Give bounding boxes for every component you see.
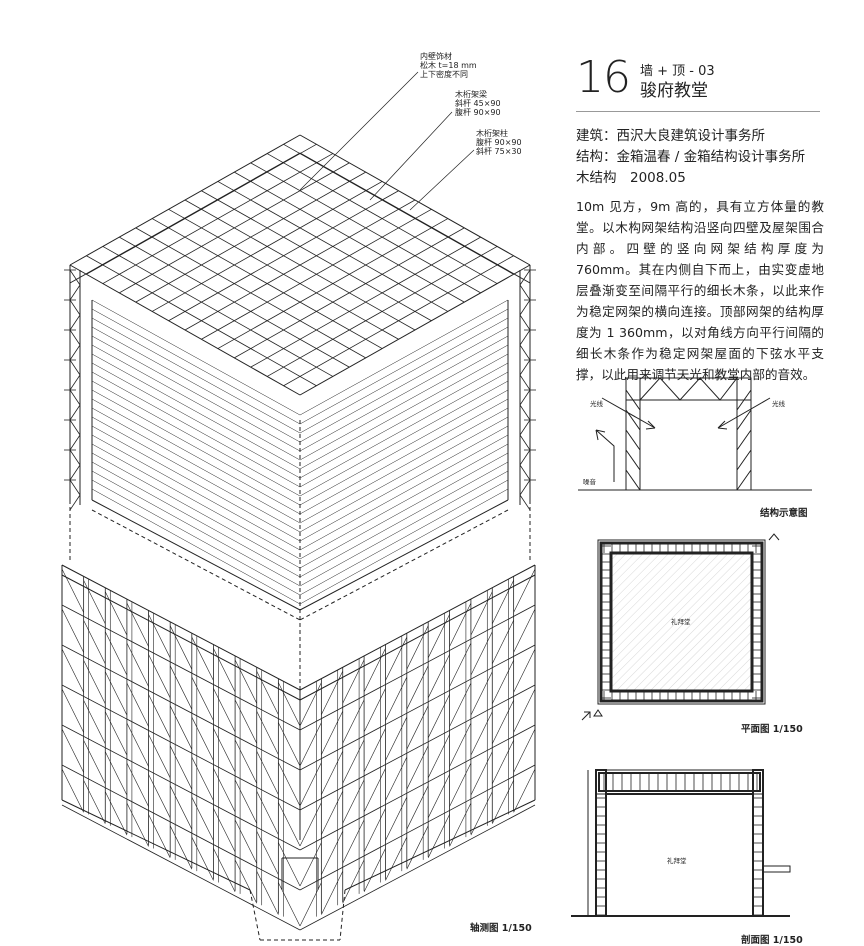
plan-room-label: 礼拜堂 bbox=[671, 618, 691, 626]
section-caption: 剖面图 1/150 bbox=[741, 935, 803, 946]
structure-diagram-caption: 结构示意图 bbox=[760, 508, 808, 519]
plan-caption: 平面图 1/150 bbox=[741, 724, 803, 735]
credit-structure: 结构：金箱温春 / 金箱结构设计事务所 bbox=[576, 149, 806, 165]
sound-label: 噪音 bbox=[583, 478, 596, 486]
label-truss-column: 木桁架柱 腹杆 90×90 斜杆 75×30 bbox=[476, 129, 522, 156]
label-wall-finish: 内壁饰材 松木 t=18 mm 上下密度不同 bbox=[420, 52, 477, 79]
credit-material-date: 木结构 2008.05 bbox=[576, 170, 686, 186]
label-truss-beam: 木桁架梁 斜杆 45×90 腹杆 90×90 bbox=[455, 90, 501, 117]
section-room-label: 礼拜堂 bbox=[667, 857, 687, 865]
light-label-left: 光线 bbox=[590, 400, 603, 408]
credit-architect: 建筑：西沢大良建筑设计事务所 bbox=[576, 128, 765, 144]
description: 10m 见方，9m 高的，具有立方体量的教堂。以木构网架结构沿竖向四壁及屋架围合… bbox=[576, 199, 824, 382]
section-tag: 墙 + 顶 - 03 bbox=[640, 64, 715, 79]
light-label-right: 光线 bbox=[772, 400, 785, 408]
page-number: 16 bbox=[576, 52, 631, 103]
axon-caption: 轴测图 1/150 bbox=[470, 923, 532, 934]
credits: 建筑：西沢大良建筑设计事务所 结构：金箱温春 / 金箱结构设计事务所 木结构 2… bbox=[576, 126, 826, 189]
header-divider bbox=[576, 111, 820, 112]
project-title: 骏府教堂 bbox=[640, 81, 708, 101]
